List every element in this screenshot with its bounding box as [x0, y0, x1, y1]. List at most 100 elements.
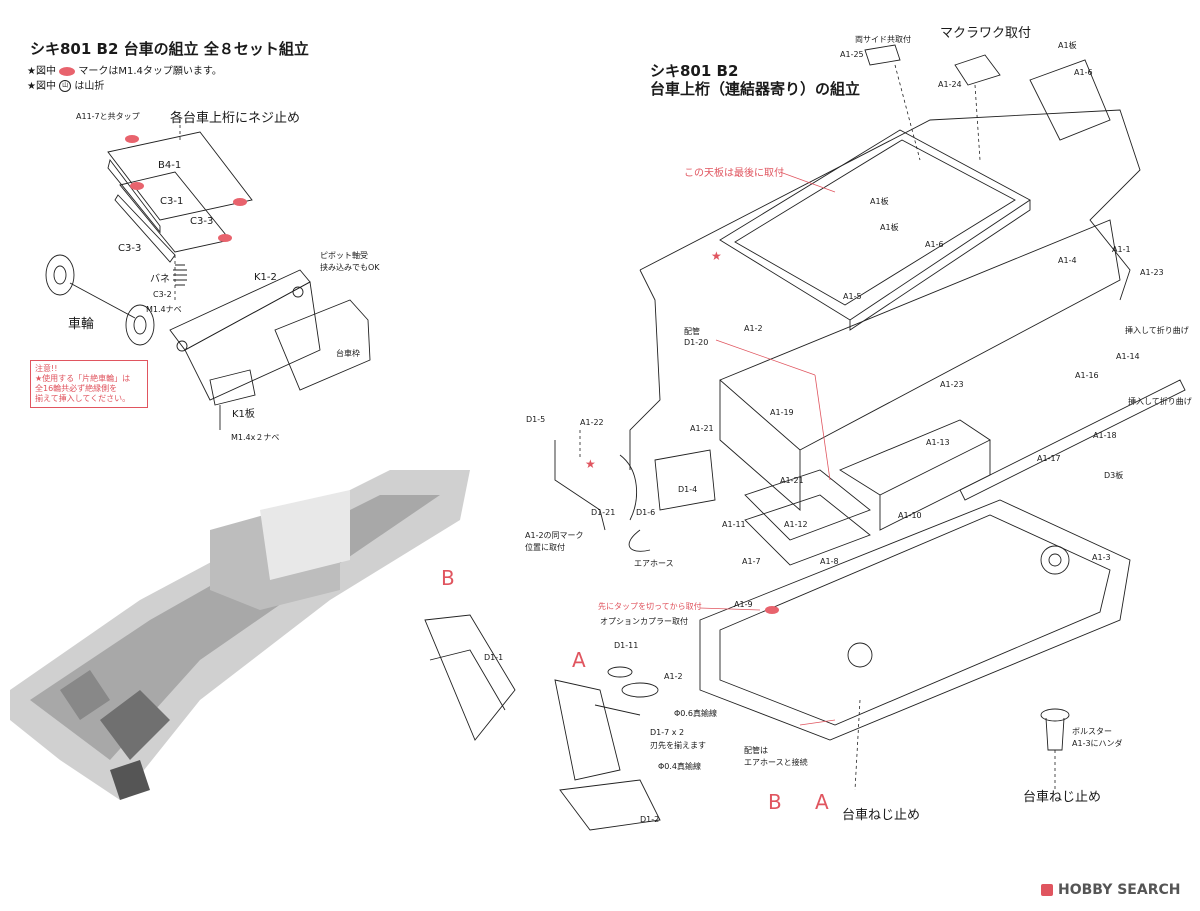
label-pipe: 配管 — [684, 327, 700, 336]
label-air-hose: エアホース — [634, 559, 674, 568]
label-insert-fold-2: 挿入して折り曲げ — [1128, 397, 1192, 406]
caution-box: 注意!! ★使用する「片絶車輪」は 全16輪共必ず絶縁側を 揃えて挿入してくださ… — [30, 360, 148, 408]
red-dot-icon — [59, 66, 76, 76]
left-title: シキ801 B2 台車の組立 全８セット組立 — [30, 40, 309, 58]
svg-text:★: ★ — [711, 249, 722, 263]
label-d1-2: D1-2 — [640, 815, 660, 824]
label-d1-21: D1-21 — [591, 508, 616, 517]
label-bolster-2: A1-3にハンダ — [1072, 739, 1123, 748]
label-pivot: ピボット軸受 — [320, 251, 368, 260]
label-makura: マクラワク取付 — [940, 26, 1032, 41]
label-pipe-air-1: 配管は — [744, 746, 768, 755]
model-photo — [10, 470, 470, 800]
label-c3-1: C3-1 — [160, 196, 184, 207]
label-a1-19: A1-19 — [770, 408, 794, 417]
note-fold: ★図中 山 は山折 — [27, 77, 104, 92]
label-wire06: Φ0.6真鍮線 — [674, 709, 718, 718]
label-k1-2: K1-2 — [254, 272, 277, 283]
label-screw-top: 各台車上桁にネジ止め — [170, 111, 301, 126]
label-a1-3: A1-3 — [1092, 553, 1111, 562]
note-tap-prefix: ★図中 — [27, 66, 56, 77]
label-wheel: 車輪 — [68, 317, 95, 332]
note-fold-prefix: ★図中 — [27, 81, 56, 92]
label-m14-1: M1.4ナベ — [146, 305, 182, 314]
label-a1-23b: A1-23 — [940, 380, 964, 389]
label-c3-2: C3-2 — [153, 290, 172, 299]
label-a1-23: A1-23 — [1140, 268, 1164, 277]
label-c3-3a: C3-3 — [190, 216, 214, 227]
label-a1-9: A1-9 — [734, 600, 753, 609]
label-a1-13: A1-13 — [926, 438, 950, 447]
label-m14-2: M1.4x２ナベ — [231, 433, 280, 442]
label-tap-first: 先にタップを切ってから取付 — [598, 602, 702, 611]
label-a1-24: A1-24 — [938, 80, 962, 89]
label-a1-10: A1-10 — [898, 511, 922, 520]
label-d1-5: D1-5 — [526, 415, 546, 424]
label-a1-plate-top: A1板 — [1058, 41, 1077, 50]
letter-b-top: B — [441, 566, 455, 590]
label-a1-21b: A1-21 — [780, 476, 804, 485]
label-screw-right: 台車ねじ止め — [1023, 790, 1102, 805]
label-bolster-1: ボルスター — [1072, 727, 1112, 736]
label-a1-6-top: A1-6 — [1074, 68, 1093, 77]
label-d1-7: D1-7 x 2 — [650, 728, 685, 737]
label-a1-14: A1-14 — [1116, 352, 1140, 361]
label-a1-11: A1-11 — [722, 520, 746, 529]
label-a1-22: A1-22 — [580, 418, 604, 427]
label-a1-plate-1: A1板 — [870, 197, 889, 206]
letter-a-top: A — [572, 648, 586, 672]
label-pipe-air-2: エアホースと接続 — [744, 758, 808, 767]
letter-a-bottom: A — [815, 790, 829, 814]
label-a1-2-same-2: 位置に取付 — [525, 543, 565, 552]
label-a1-16: A1-16 — [1075, 371, 1099, 380]
label-a1-12: A1-12 — [784, 520, 808, 529]
label-both-side: 両サイド共取付 — [855, 35, 911, 44]
label-d1-6: D1-6 — [636, 508, 656, 517]
label-top-plate-note: この天板は最後に取付 — [684, 168, 784, 179]
label-frame: 台車枠 — [336, 349, 360, 358]
label-a1-plate-2: A1板 — [880, 223, 899, 232]
label-a1-8: A1-8 — [820, 557, 839, 566]
note-tap-suffix: マークはM1.4タップ願います。 — [78, 66, 222, 77]
label-a1-6: A1-6 — [925, 240, 944, 249]
label-a1-21: A1-21 — [690, 424, 714, 433]
watermark: HOBBY SEARCH — [1058, 882, 1181, 898]
note-fold-suffix: は山折 — [74, 81, 105, 92]
label-d1-4: D1-4 — [678, 485, 698, 494]
label-a1-4: A1-4 — [1058, 256, 1077, 265]
label-a1-2: A1-2 — [744, 324, 763, 333]
label-a1-5: A1-5 — [843, 292, 862, 301]
label-d1-1: D1-1 — [484, 653, 504, 662]
label-a1-1: A1-1 — [1112, 245, 1131, 254]
letter-b-bottom: B — [768, 790, 782, 814]
mountain-fold-icon: 山 — [59, 80, 72, 92]
label-pivot-2: 挟み込みでもOK — [320, 263, 380, 272]
note-tap: ★図中 マークはM1.4タップ願います。 — [27, 62, 222, 77]
label-a1-2b: A1-2 — [664, 672, 683, 681]
label-a11-7: A11-7と共タップ — [76, 112, 140, 121]
label-d3-plate: D3板 — [1104, 471, 1124, 480]
label-a1-2-same-1: A1-2の同マーク — [525, 531, 584, 540]
label-k1-plate: K1板 — [232, 409, 255, 420]
label-d1-7b: 刃先を揃えます — [650, 741, 706, 750]
right-title-line-2: 台車上桁（連結器寄り）の組立 — [650, 80, 861, 98]
svg-text:★: ★ — [585, 457, 596, 471]
right-title-line-1: シキ801 B2 — [650, 62, 739, 80]
label-wire04: Φ0.4真鍮線 — [658, 762, 702, 771]
label-d1-11: D1-11 — [614, 641, 639, 650]
caution-line-4: 揃えて挿入してください。 — [35, 394, 131, 403]
caution-line-1: 注意!! — [35, 364, 58, 373]
label-option-coupler: オプションカプラー取付 — [600, 617, 688, 626]
caution-line-2: ★使用する「片絶車輪」は — [35, 374, 131, 383]
label-a1-7: A1-7 — [742, 557, 761, 566]
label-a1-18: A1-18 — [1093, 431, 1117, 440]
label-insert-fold-1: 挿入して折り曲げ — [1125, 326, 1189, 335]
label-a1-25: A1-25 — [840, 50, 864, 59]
label-bane: バネ — [150, 274, 170, 285]
label-a1-17: A1-17 — [1037, 454, 1061, 463]
caution-line-3: 全16輪共必ず絶縁側を — [35, 384, 118, 393]
label-d1-20: D1-20 — [684, 338, 709, 347]
label-screw-left: 台車ねじ止め — [842, 808, 921, 823]
label-b4-1: B4-1 — [158, 160, 182, 171]
